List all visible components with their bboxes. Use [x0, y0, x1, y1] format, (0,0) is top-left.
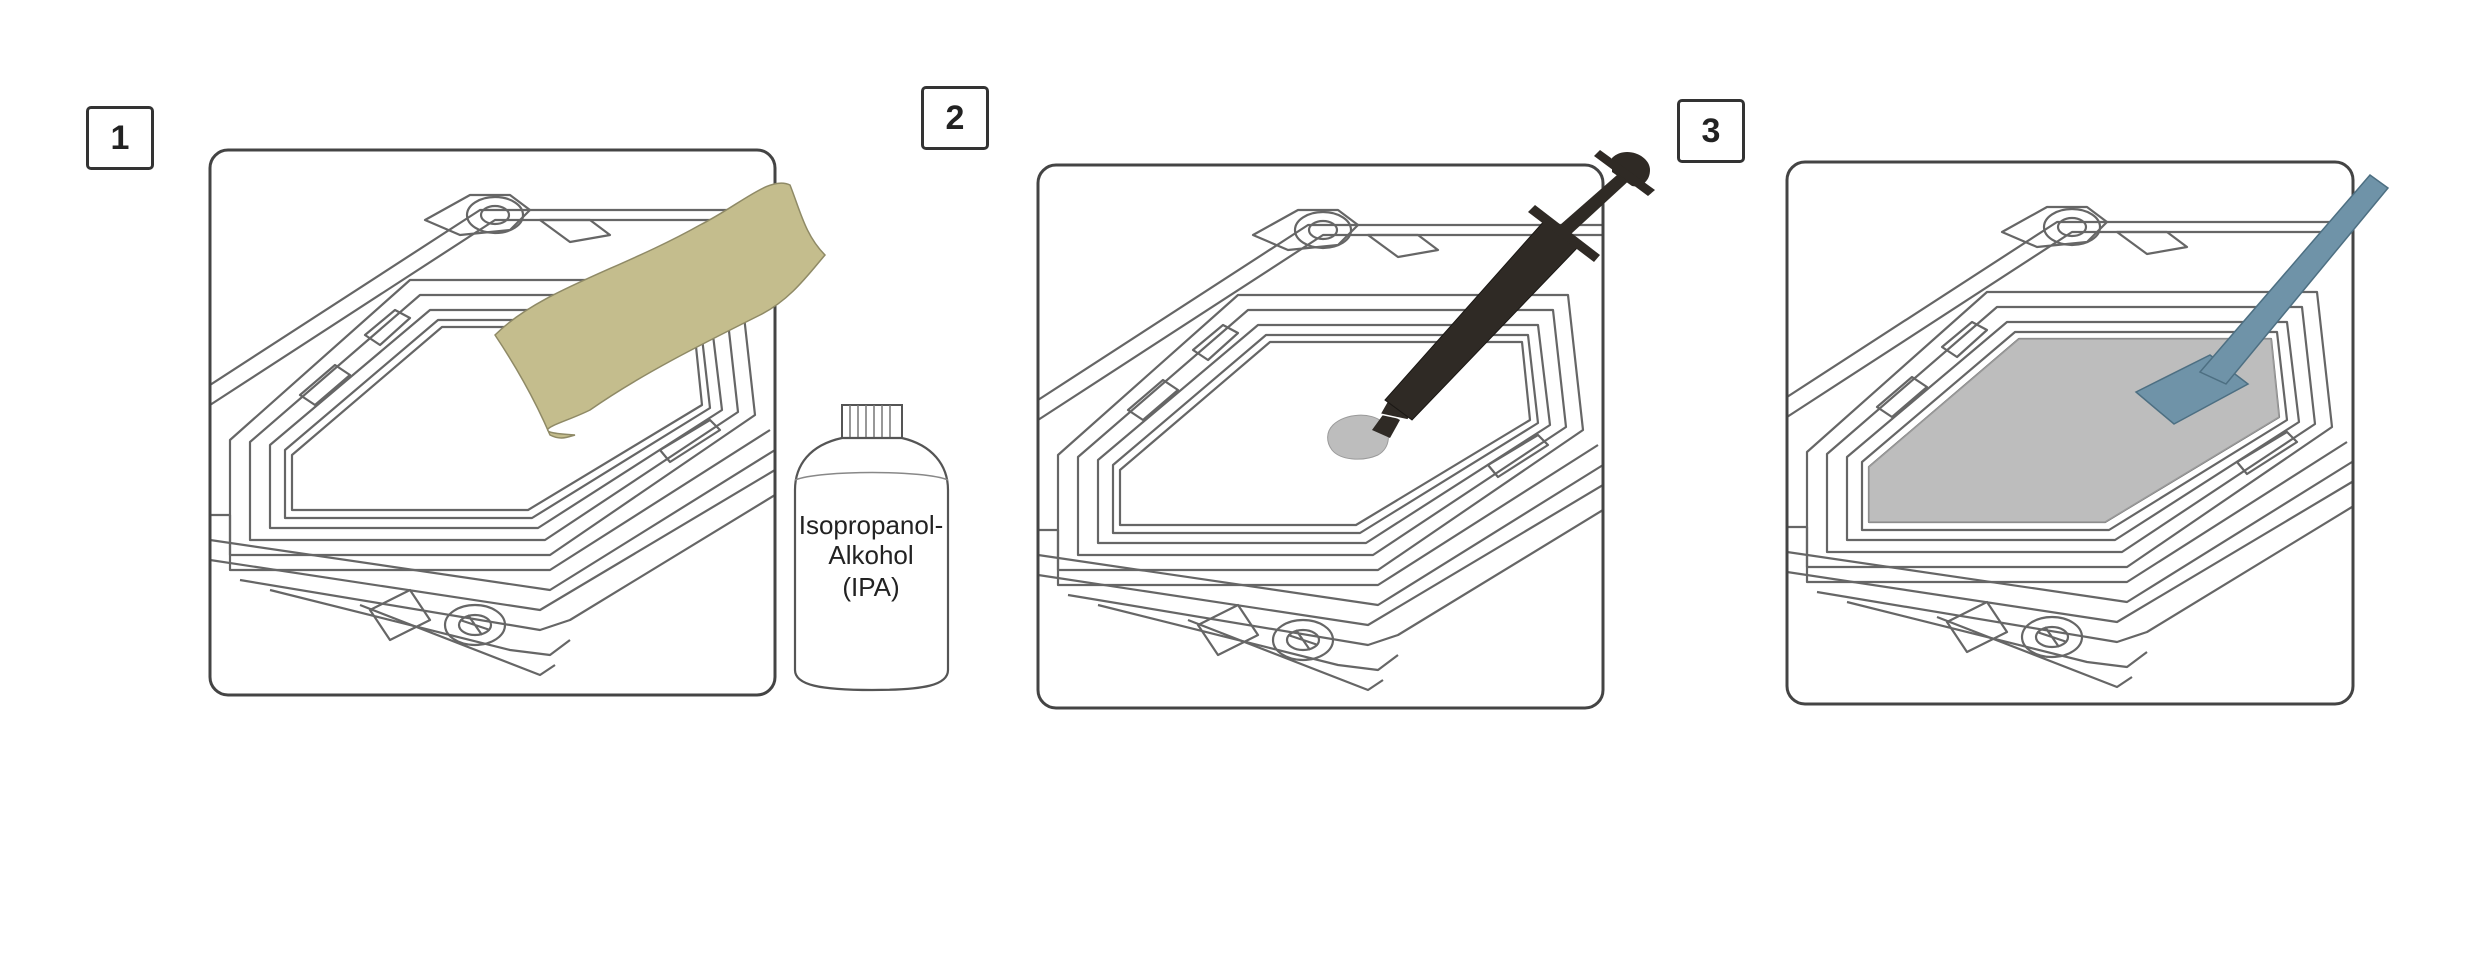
bottle-label-line-2: Alkohol: [828, 540, 913, 570]
step-3-badge: 3: [1677, 99, 1745, 163]
spatula-icon: [2134, 173, 2390, 425]
cleaning-cloth-icon: [494, 182, 827, 439]
syringe-icon: [1372, 150, 1655, 438]
ipa-bottle-icon: Isopropanol- Alkohol (IPA): [793, 404, 950, 692]
step-3-panel: [1785, 160, 2390, 706]
thermal-paste-dot-icon: [1327, 414, 1389, 460]
step-2-frame: [1036, 163, 1605, 710]
step-3-number: 3: [1701, 111, 1721, 150]
step-2-panel: [1036, 150, 1655, 710]
step-2-badge: 2: [921, 86, 989, 150]
step-2-number: 2: [945, 98, 965, 137]
step-3-frame: [1785, 160, 2355, 706]
step-1-frame: [208, 148, 777, 697]
step-1-badge: 1: [86, 106, 154, 170]
bottle-label-line-1: Isopropanol-: [799, 510, 944, 540]
step-1-number: 1: [110, 118, 130, 157]
bottle-label-line-3: (IPA): [842, 572, 899, 602]
step-1-panel: Isopropanol- Alkohol (IPA): [208, 148, 950, 697]
